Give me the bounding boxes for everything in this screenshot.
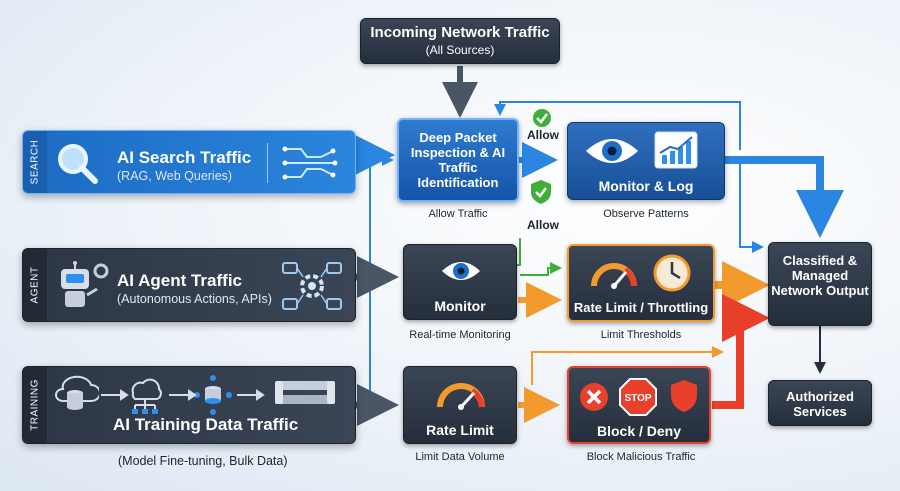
allow-label-2: Allow	[527, 218, 559, 232]
agent-tab-label: AGENT	[29, 266, 41, 304]
monitor-log-box: Monitor & Log	[567, 122, 725, 200]
search-traffic-title: AI Search Traffic	[117, 148, 252, 167]
agent-tab: AGENT	[23, 249, 47, 321]
shield-icon	[671, 380, 697, 412]
gauge-icon	[437, 383, 485, 410]
agent-traffic-panel: AGENT AI Agent Traffic (Autonomous Actio…	[22, 248, 356, 322]
x-icon	[580, 383, 608, 411]
search-traffic-panel: SEARCH AI Search Traffic (RAG, Web Queri…	[22, 130, 356, 194]
search-panel-divider	[267, 143, 268, 183]
search-icon	[58, 144, 98, 184]
clock-icon	[653, 254, 691, 292]
training-traffic-subtitle: (Model Fine-tuning, Bulk Data)	[118, 454, 288, 468]
incoming-traffic-box: Incoming Network Traffic (All Sources)	[360, 18, 560, 64]
monitor-log-label: Monitor & Log	[598, 178, 694, 194]
classified-output-label: Classified & Managed Network Output	[771, 253, 869, 298]
incoming-traffic-subtitle: (All Sources)	[425, 43, 495, 57]
deep-packet-inspection-box: Deep Packet Inspection & AI Traffic Iden…	[397, 118, 519, 202]
incoming-traffic-title: Incoming Network Traffic	[370, 24, 550, 41]
gear-network-icon	[282, 262, 342, 310]
cloud-icon	[131, 378, 162, 414]
agent-traffic-subtitle: (Autonomous Actions, APIs)	[117, 292, 272, 306]
stop-sign-text: STOP	[624, 393, 651, 404]
deep-packet-inspection-label: Deep Packet Inspection & AI Traffic Iden…	[410, 130, 506, 190]
rate-limit-throttling-box: Rate Limit / Throttling	[567, 244, 715, 322]
allow-traffic-caption: Allow Traffic	[428, 208, 488, 220]
monitor-box: Monitor	[403, 244, 517, 320]
rate-limit-throttling-label: Rate Limit / Throttling	[573, 300, 709, 315]
authorized-services-label: Authorized Services	[786, 389, 854, 419]
observe-patterns-caption: Observe Patterns	[603, 208, 689, 220]
chart-growth-icon	[654, 131, 698, 169]
training-flow-arrows	[101, 389, 265, 401]
network-icon	[194, 375, 232, 415]
allow-label-1: Allow	[527, 128, 559, 142]
training-tab-label: TRAINING	[29, 379, 41, 431]
pipes-icon	[275, 381, 335, 404]
eye-icon	[442, 262, 480, 280]
search-tab: SEARCH	[23, 131, 47, 193]
robot-icon	[61, 261, 109, 307]
monitor-label: Monitor	[434, 298, 486, 314]
search-traffic-subtitle: (RAG, Web Queries)	[117, 169, 233, 183]
block-deny-box: STOP Block / Deny	[567, 366, 711, 444]
training-tab: TRAINING	[23, 367, 47, 443]
database-icon	[55, 375, 99, 410]
search-tab-label: SEARCH	[29, 139, 41, 185]
agent-traffic-title: AI Agent Traffic	[117, 271, 242, 290]
classified-output-box: Classified & Managed Network Output	[768, 242, 872, 326]
block-malicious-caption: Block Malicious Traffic	[586, 451, 696, 463]
gauge-icon	[591, 263, 637, 289]
block-deny-label: Block / Deny	[596, 423, 682, 439]
circuit-icon	[282, 146, 338, 180]
shield-check-icon	[531, 180, 551, 204]
limit-data-volume-caption: Limit Data Volume	[415, 451, 505, 463]
check-icon	[533, 109, 551, 127]
eye-icon	[586, 139, 638, 163]
rate-limit-box: Rate Limit	[403, 366, 517, 444]
limit-thresholds-caption: Limit Thresholds	[600, 329, 682, 341]
training-traffic-title: AI Training Data Traffic	[113, 415, 299, 434]
authorized-services-box: Authorized Services	[768, 380, 872, 426]
rate-limit-label: Rate Limit	[426, 422, 494, 438]
stop-sign-icon: STOP	[619, 378, 657, 416]
training-traffic-panel: TRAINING AI Training Data Traffic	[22, 366, 356, 444]
realtime-monitoring-caption: Real-time Monitoring	[409, 329, 511, 341]
